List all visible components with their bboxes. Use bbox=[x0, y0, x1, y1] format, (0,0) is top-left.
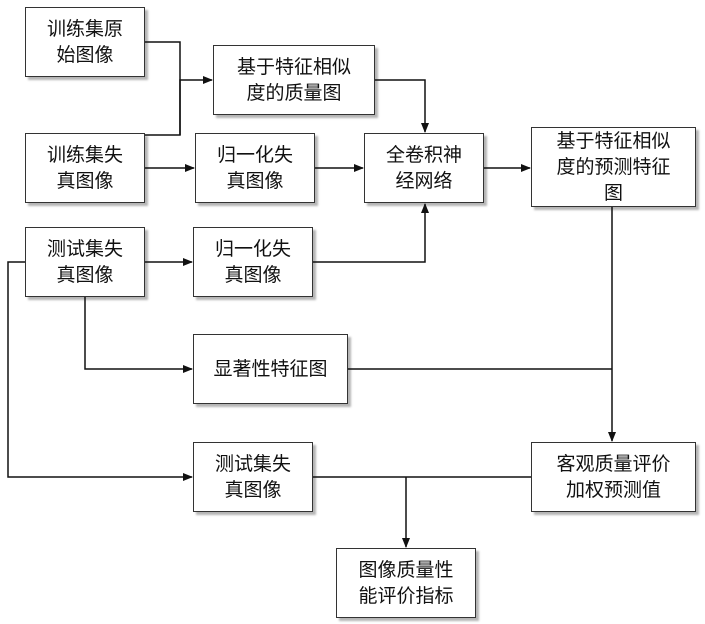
arrow-quality-map-to-fcn bbox=[375, 80, 425, 132]
arrow-test-distorted-to-saliency bbox=[85, 297, 192, 369]
line-train-original-to-merge bbox=[145, 42, 180, 135]
arrow-normalize-test-to-fcn bbox=[313, 204, 425, 262]
arrow-merge-to-quality-map bbox=[145, 80, 212, 135]
